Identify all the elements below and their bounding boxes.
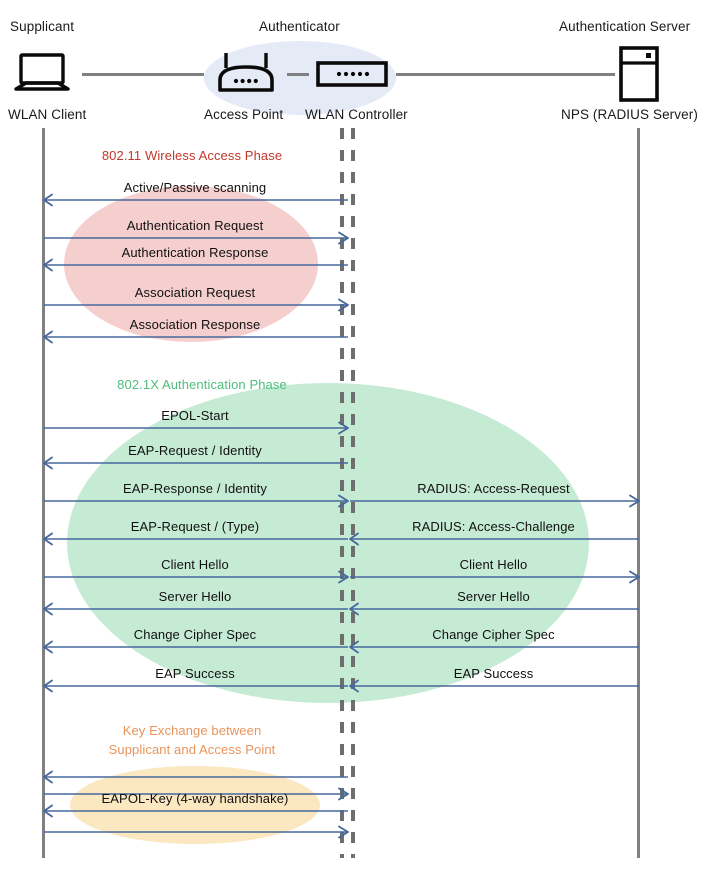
lifeline-supplicant — [42, 128, 45, 858]
wireless-router-icon — [215, 50, 277, 96]
message-label-right-3: Server Hello — [457, 589, 530, 604]
actor-device-nps-radius-server: NPS (RADIUS Server) — [561, 107, 698, 122]
message-arrow-left-2 — [43, 258, 348, 272]
message-label-left-2: Authentication Response — [121, 245, 269, 260]
lifeline-access-point — [340, 128, 344, 858]
phase-80211-ellipse — [64, 186, 318, 342]
message-label-left-10: Server Hello — [158, 589, 232, 604]
lifeline-wlan-controller — [351, 128, 355, 858]
message-arrow-right-5 — [349, 679, 639, 693]
authenticator-group-ellipse — [204, 41, 396, 115]
message-arrow-left-13 — [43, 770, 348, 784]
message-arrow-right-0 — [350, 494, 640, 508]
message-arrow-left-11 — [43, 640, 348, 654]
message-arrow-left-4 — [43, 330, 348, 344]
message-label-left-5: EPOL-Start — [161, 408, 229, 423]
phase-label-8021x: 802.1X Authentication Phase — [117, 377, 287, 392]
message-arrow-left-10 — [43, 602, 348, 616]
message-arrow-left-12 — [43, 679, 348, 693]
message-arrow-left-16 — [44, 825, 349, 839]
link-client-to-ap — [82, 73, 204, 76]
message-arrow-left-3 — [44, 298, 349, 312]
message-arrow-left-8 — [43, 532, 348, 546]
lifeline-authentication-server — [637, 128, 640, 858]
message-label-right-5: EAP Success — [453, 666, 534, 681]
message-label-left-15: EAPOL-Key (4-way handshake) — [101, 791, 289, 806]
message-label-right-0: RADIUS: Access-Request — [417, 481, 570, 496]
phase-label-80211: 802.11 Wireless Access Phase — [101, 148, 283, 163]
message-arrow-left-15 — [43, 804, 348, 818]
message-arrow-left-0 — [43, 193, 348, 207]
message-arrow-left-7 — [44, 494, 349, 508]
server-rack-icon — [619, 46, 659, 102]
message-arrow-left-1 — [44, 231, 349, 245]
message-arrow-left-9 — [44, 570, 349, 584]
actor-device-wlan-controller: WLAN Controller — [305, 107, 408, 122]
message-label-right-4: Change Cipher Spec — [432, 627, 555, 642]
message-label-left-7: EAP-Response / Identity — [123, 481, 267, 496]
network-switch-icon — [316, 61, 388, 87]
message-arrow-right-4 — [349, 640, 639, 654]
actor-device-wlan-client: WLAN Client — [8, 107, 87, 122]
actor-role-authenticator: Authenticator — [259, 19, 340, 34]
message-label-left-4: Association Response — [129, 317, 261, 332]
laptop-icon — [13, 53, 71, 93]
link-ap-to-wlc — [287, 73, 309, 76]
message-label-left-11: Change Cipher Spec — [133, 627, 257, 642]
message-label-right-2: Client Hello — [459, 557, 528, 572]
message-arrow-right-2 — [350, 570, 640, 584]
message-label-left-6: EAP-Request / Identity — [128, 443, 262, 458]
phase-keyex-ellipse — [70, 766, 320, 844]
message-label-left-3: Association Request — [134, 285, 256, 300]
phase-label-keyex-line2: Supplicant and Access Point — [108, 742, 276, 757]
message-arrow-left-6 — [43, 456, 348, 470]
message-arrow-right-3 — [349, 602, 639, 616]
message-label-right-1: RADIUS: Access-Challenge — [412, 519, 575, 534]
message-arrow-left-14 — [44, 787, 349, 801]
message-arrow-right-1 — [349, 532, 639, 546]
message-label-left-0: Active/Passive scanning — [123, 180, 267, 195]
message-label-left-1: Authentication Request — [126, 218, 264, 233]
phase-label-keyex-line1: Key Exchange between — [122, 723, 262, 738]
message-label-left-9: Client Hello — [161, 557, 229, 572]
message-label-left-8: EAP-Request / (Type) — [130, 519, 260, 534]
message-arrow-left-5 — [44, 421, 349, 435]
actor-role-authentication-server: Authentication Server — [559, 19, 691, 34]
actor-role-supplicant: Supplicant — [10, 19, 75, 34]
phase-8021x-ellipse — [67, 383, 589, 703]
link-wlc-to-server — [396, 73, 615, 76]
actor-device-access-point: Access Point — [204, 107, 284, 122]
message-label-left-12: EAP Success — [155, 666, 235, 681]
